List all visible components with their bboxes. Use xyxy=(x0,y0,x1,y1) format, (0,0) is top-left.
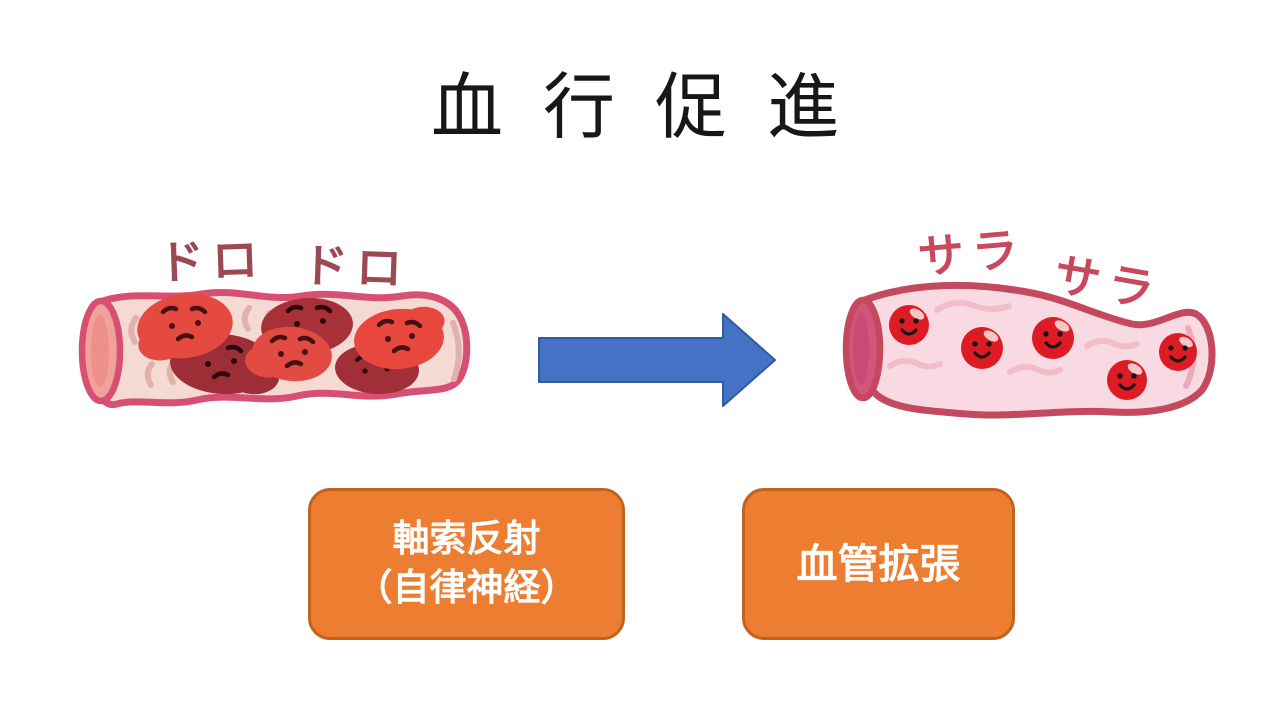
doro-label-2: ドロ xyxy=(301,239,411,295)
blood-cell xyxy=(1032,317,1074,359)
blood-cell xyxy=(889,305,929,345)
smooth-vessel-drawing xyxy=(842,281,1216,419)
right-arrow-icon xyxy=(538,313,776,407)
congested-vessel-illustration: ドロ ドロ xyxy=(72,222,502,427)
page-title: 血 行 促 進 xyxy=(430,68,849,148)
congested-vessel-drawing xyxy=(78,288,471,409)
axon-reflex-line2: （自律神経） xyxy=(355,567,578,608)
vessel-opening-inner xyxy=(91,315,109,387)
clot-face xyxy=(376,318,423,354)
clot-face xyxy=(285,304,333,327)
smooth-flow-lines xyxy=(887,299,1197,389)
axon-reflex-box: 軸索反射 （自律神経） xyxy=(308,488,625,640)
clot-face xyxy=(160,305,208,342)
vasodilation-box: 血管拡張 xyxy=(742,488,1015,640)
blood-clots xyxy=(137,293,445,395)
clot-face xyxy=(269,334,316,369)
vasodilation-label: 血管拡張 xyxy=(796,540,961,587)
red-blood-cells xyxy=(889,305,1197,400)
blood-cell xyxy=(1159,333,1197,371)
doro-label-1: ドロ xyxy=(157,233,267,289)
sara-label-1: サラ xyxy=(915,222,1029,284)
smooth-vessel-illustration: サラ サラ xyxy=(842,218,1276,430)
axon-reflex-line1: 軸索反射 xyxy=(392,518,541,560)
vessel-opening-inner xyxy=(853,313,869,385)
blood-cell xyxy=(961,327,1003,369)
right-arrow-shape xyxy=(538,313,776,407)
blood-cell xyxy=(1107,360,1147,400)
